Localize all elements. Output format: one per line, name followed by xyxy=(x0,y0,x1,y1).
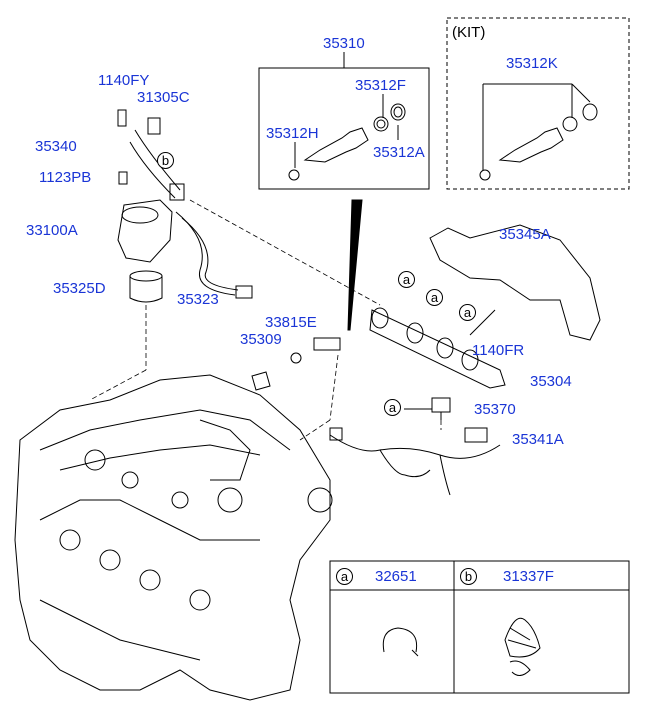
part-label-35341A[interactable]: 35341A xyxy=(512,431,564,448)
part-label-35309[interactable]: 35309 xyxy=(240,331,282,348)
legend-a-part-label[interactable]: 32651 xyxy=(375,568,417,585)
clip-drawing xyxy=(382,627,419,657)
part-label-33815E[interactable]: 33815E xyxy=(265,314,317,331)
callout-a-circle-1: a xyxy=(398,271,415,288)
kit-label: (KIT) xyxy=(452,24,486,41)
part-label-35312F[interactable]: 35312F xyxy=(355,77,406,94)
part-label-35304[interactable]: 35304 xyxy=(530,373,572,390)
part-label-33100A[interactable]: 33100A xyxy=(26,222,78,239)
part-label-35312K[interactable]: 35312K xyxy=(506,55,558,72)
part-label-35340[interactable]: 35340 xyxy=(35,138,77,155)
part-label-1140FR[interactable]: 1140FR xyxy=(472,342,525,359)
part-label-31305C[interactable]: 31305C xyxy=(137,89,190,106)
fuel-rail-drawing xyxy=(369,307,506,389)
part-label-35325D[interactable]: 35325D xyxy=(53,280,106,297)
legend-b-part-label[interactable]: 31337F xyxy=(503,568,554,585)
part-label-1123PB[interactable]: 1123PB xyxy=(39,169,92,186)
wiring-harness-drawing xyxy=(329,434,501,496)
part-label-35345A[interactable]: 35345A xyxy=(499,226,551,243)
pressure-sensor-drawing xyxy=(404,397,451,420)
part-label-35312A[interactable]: 35312A xyxy=(373,144,425,161)
callout-a-circle-4: a xyxy=(384,399,401,416)
part-label-35323[interactable]: 35323 xyxy=(177,291,219,308)
injector-drawing xyxy=(288,103,406,181)
callout-a-circle-2: a xyxy=(426,289,443,306)
part-label-35310[interactable]: 35310 xyxy=(323,35,365,52)
kit-injector-drawing xyxy=(479,103,598,181)
part-label-35370[interactable]: 35370 xyxy=(474,401,516,418)
callout-a-circle-3: a xyxy=(459,304,476,321)
sleeve-drawing xyxy=(129,270,163,303)
pump-drawing xyxy=(117,109,253,299)
part-label-35312H[interactable]: 35312H xyxy=(266,125,319,142)
legend-table xyxy=(329,560,630,694)
callout-b-circle: b xyxy=(157,152,174,169)
grommet-drawing xyxy=(504,617,541,676)
part-label-1140FY[interactable]: 1140FY xyxy=(98,72,150,89)
engine-block-drawing xyxy=(14,374,333,701)
pointer-wedge xyxy=(347,199,363,331)
rail-cover-drawing xyxy=(429,224,601,341)
legend-b-circle: b xyxy=(460,568,477,585)
fitting-drawing xyxy=(251,337,341,391)
kit-box xyxy=(446,17,630,190)
legend-a-circle: a xyxy=(336,568,353,585)
